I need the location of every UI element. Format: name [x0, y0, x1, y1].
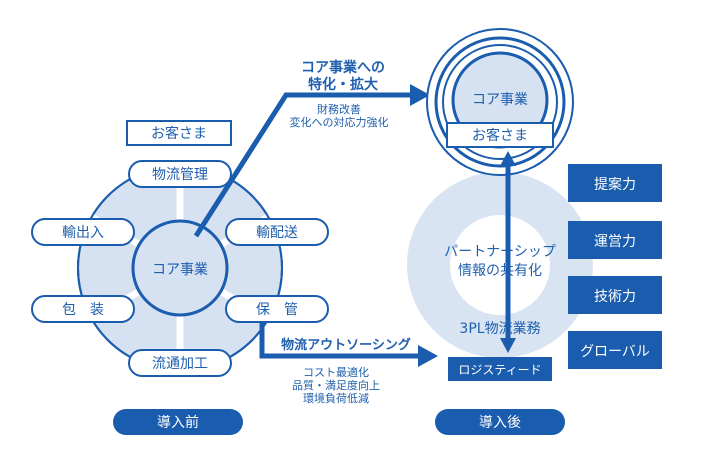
- strength-box-0: [568, 164, 662, 202]
- before-customer-box: [126, 120, 232, 146]
- upper-arrow-note-1: 財務改善: [317, 102, 361, 116]
- ring-item-4: 包 装: [31, 295, 135, 323]
- lower-arrow-note-2: 品質・満足度向上: [292, 378, 380, 392]
- strength-box-1: [568, 221, 662, 259]
- ring-item-1: 輸配送: [225, 218, 329, 246]
- svg-text:保 管: 保 管: [256, 302, 298, 318]
- after-label-pill: [435, 409, 565, 435]
- svg-text:流通加工: 流通加工: [152, 356, 208, 372]
- svg-text:輸配送: 輸配送: [256, 225, 298, 241]
- after-customer-label: お客さま: [472, 127, 528, 144]
- strength-label-2: 技術力: [594, 289, 636, 305]
- upper-arrow: [193, 84, 430, 238]
- strength-box-3: [568, 331, 662, 369]
- partnership-label-1: パートナーシップ: [444, 244, 556, 260]
- lower-arrow-note-1: コスト最適化: [303, 365, 369, 379]
- upper-arrow-title-1: コア事業への: [301, 59, 385, 76]
- ring-item-3: 流通加工: [128, 349, 232, 377]
- ring-item-5: 輸出入: [31, 218, 135, 246]
- strength-label-0: 提案力: [594, 176, 636, 193]
- after-label: 導入後: [479, 415, 521, 431]
- after-core-label: コア事業: [472, 92, 528, 108]
- provider-box: [448, 357, 552, 381]
- before-customer-label: お客さま: [151, 125, 207, 142]
- partnership-label-2: 情報の共有化: [458, 263, 542, 279]
- lower-arrow: [259, 322, 438, 367]
- after-customer-box: [446, 122, 554, 148]
- strength-box-2: [568, 276, 662, 314]
- strength-label-3: グローバル: [580, 344, 650, 360]
- before-section: お客さま コア事業 物流管理 輸配送 保 管: [31, 120, 329, 435]
- vertical-double-arrow: [500, 151, 516, 353]
- lower-arrow-note-3: 環境負荷低減: [303, 391, 369, 405]
- strength-label-1: 運営力: [594, 234, 636, 250]
- ring-item-0: 物流管理: [128, 160, 232, 188]
- svg-text:物流管理: 物流管理: [152, 167, 208, 183]
- before-label: 導入前: [157, 414, 199, 431]
- svg-text:輸出入: 輸出入: [62, 225, 104, 241]
- service-label: 3PL物流業務: [459, 321, 540, 337]
- ring-item-2: 保 管: [225, 295, 329, 323]
- provider-label: ロジスティード: [458, 363, 541, 377]
- after-section: コア事業 お客さま パートナーシップ 情報の共有化 3PL物流業務 ロジスティー…: [407, 28, 662, 435]
- before-core-circle: [131, 219, 229, 317]
- upper-arrow-title-2: 特化・拡大: [308, 76, 378, 93]
- lower-arrow-title: 物流アウトソーシング: [281, 337, 411, 353]
- upper-arrow-note-2: 変化への対応力強化: [290, 115, 389, 129]
- svg-text:包 装: 包 装: [62, 302, 104, 318]
- before-core-label: コア事業: [152, 262, 208, 278]
- before-label-pill: [113, 409, 243, 435]
